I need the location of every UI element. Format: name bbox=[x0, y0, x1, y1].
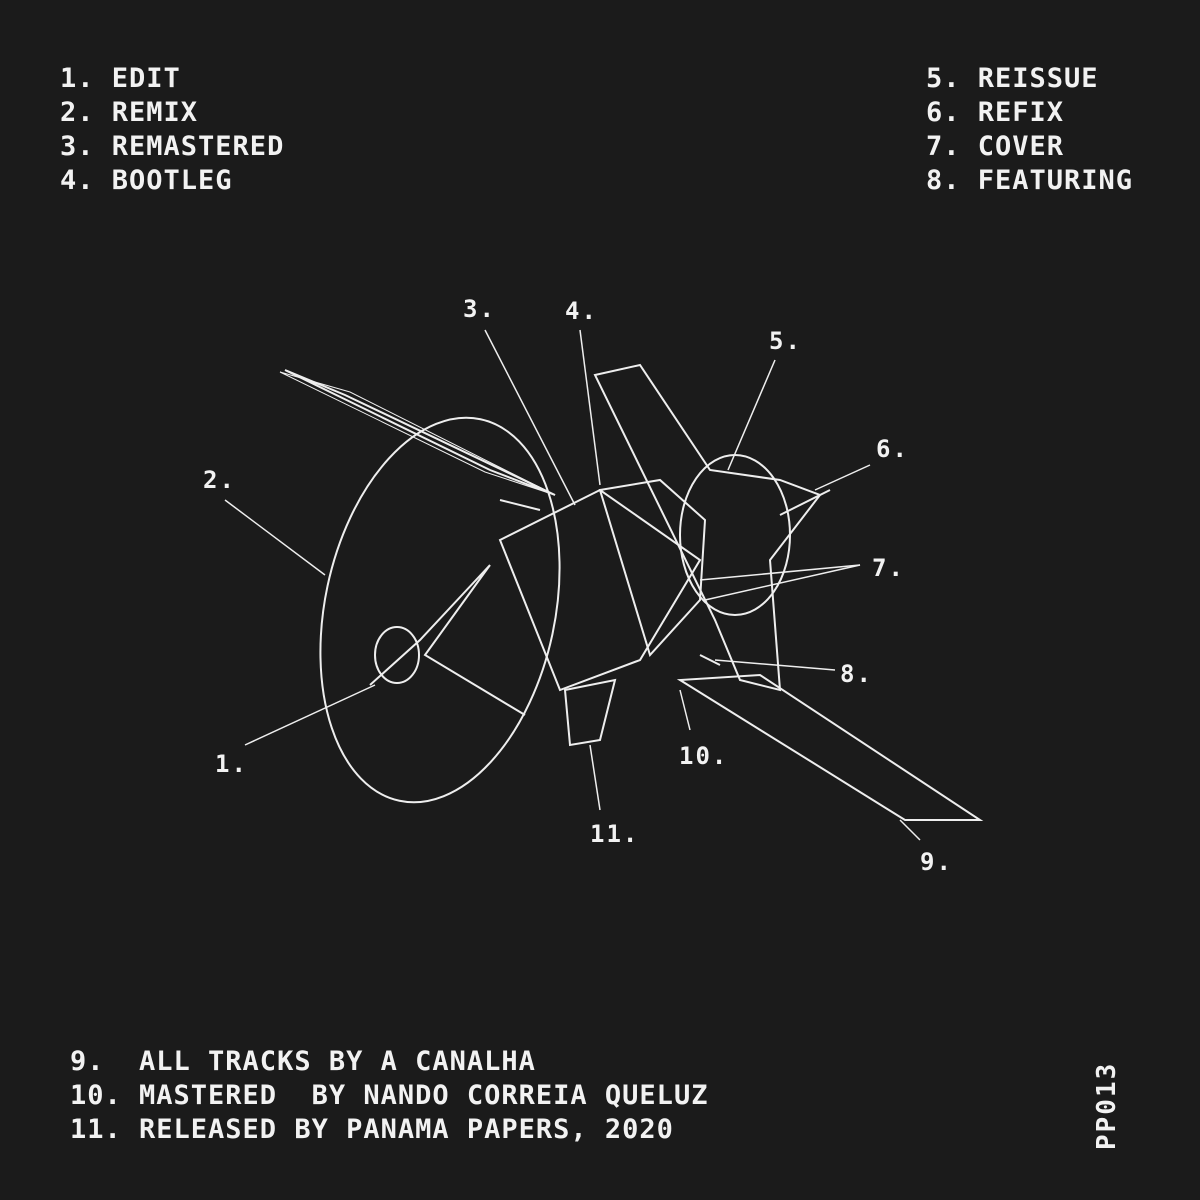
track-item: 6. REFIX bbox=[926, 97, 1065, 128]
credit-line: 10. MASTERED BY NANDO CORREIA QUELUZ bbox=[70, 1080, 709, 1111]
diagram-label: 2. bbox=[203, 466, 236, 494]
track-item: 2. REMIX bbox=[60, 97, 199, 128]
credit-line: 9. ALL TRACKS BY A CANALHA bbox=[70, 1046, 536, 1077]
diagram-label: 1. bbox=[215, 750, 248, 778]
diagram-label: 11. bbox=[590, 820, 640, 848]
diagram-label: 8. bbox=[840, 660, 873, 688]
leader-lines bbox=[224, 329, 921, 841]
diagram-label: 7. bbox=[872, 554, 905, 582]
catalog-number: PP013 bbox=[1092, 1061, 1122, 1150]
track-item: 5. REISSUE bbox=[926, 63, 1099, 94]
credit-line: 11. RELEASED BY PANAMA PAPERS, 2020 bbox=[70, 1114, 674, 1145]
track-item: 8. FEATURING bbox=[926, 165, 1134, 196]
credits: 9. ALL TRACKS BY A CANALHA 10. MASTERED … bbox=[70, 1045, 708, 1147]
track-list-left: 1. EDIT 2. REMIX 3. REMASTERED 4. BOOTLE… bbox=[60, 62, 284, 198]
track-item: 1. EDIT bbox=[60, 63, 181, 94]
track-item: 3. REMASTERED bbox=[60, 131, 285, 162]
diagram-label: 5. bbox=[769, 327, 802, 355]
diagram-label: 3. bbox=[463, 295, 496, 323]
track-list-right: 5. REISSUE 6. REFIX 7. COVER 8. FEATURIN… bbox=[926, 62, 1133, 198]
satellite-drawing bbox=[224, 329, 984, 841]
diagram-label: 9. bbox=[920, 848, 953, 876]
diagram-label: 10. bbox=[679, 742, 729, 770]
track-item: 4. BOOTLEG bbox=[60, 165, 233, 196]
diagram-label: 4. bbox=[565, 297, 598, 325]
track-item: 7. COVER bbox=[926, 131, 1065, 162]
diagram-label: 6. bbox=[876, 435, 909, 463]
